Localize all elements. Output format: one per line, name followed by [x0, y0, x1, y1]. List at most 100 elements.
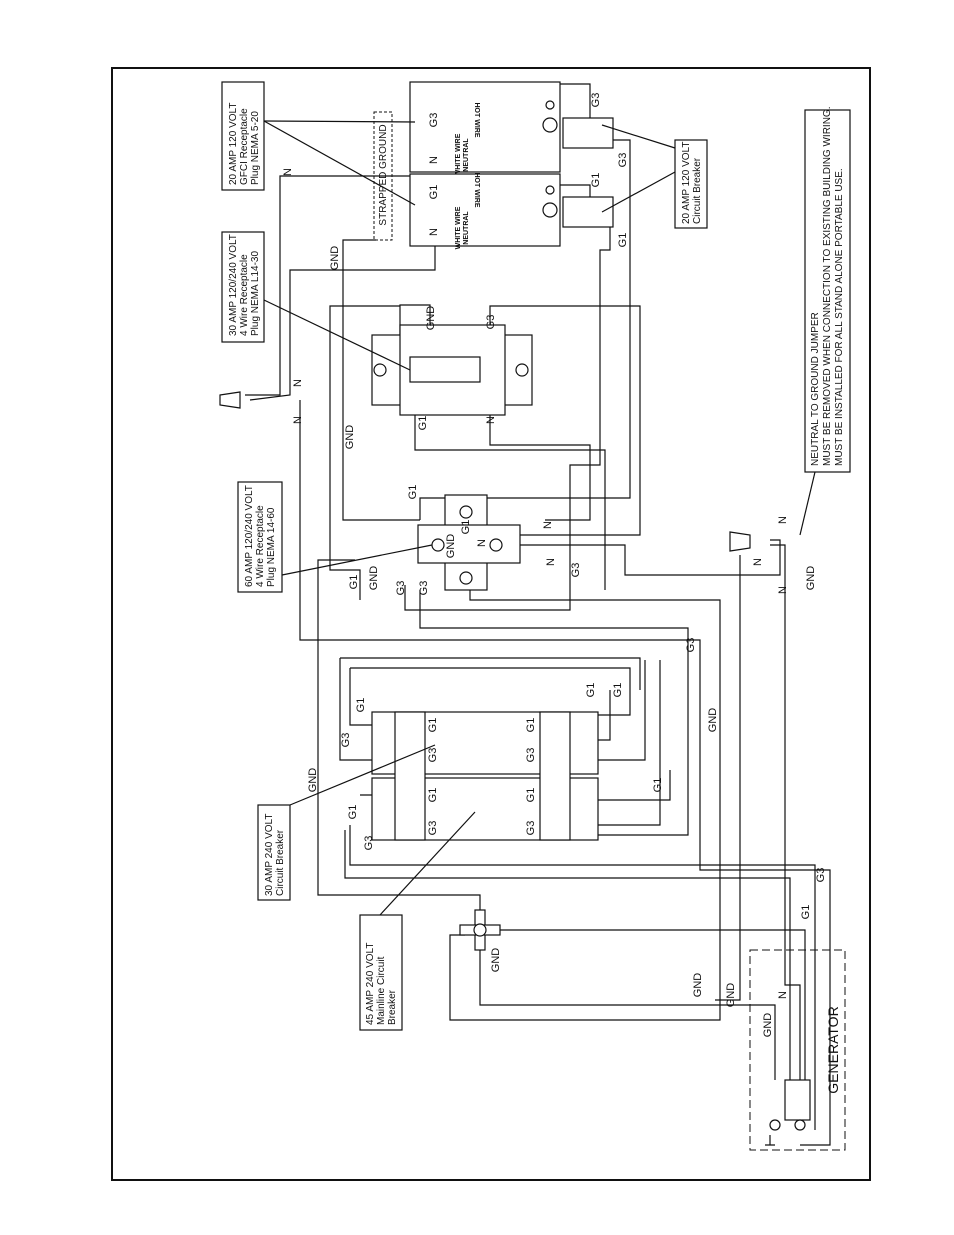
receptacle-14-60: [417, 494, 521, 591]
strapped-ground-label: STRAPPED GROUND: [378, 124, 389, 225]
generator-terminal: [765, 1079, 811, 1146]
svg-text:NEUTRAL TO GROUND JUMPER: NEUTRAL TO GROUND JUMPER: [810, 312, 821, 466]
wire-label: G1: [427, 788, 439, 803]
wire-label: G1: [347, 805, 359, 820]
wire-label: GND: [425, 306, 437, 331]
callout-cb120: 20 AMP 120 VOLT Circuit Breaker: [601, 124, 708, 229]
wire-label: G1: [585, 683, 597, 698]
generator-label: GENERATOR: [825, 1006, 841, 1093]
svg-text:Plug NEMA 5-20: Plug NEMA 5-20: [250, 111, 261, 185]
wire-label: G3: [570, 563, 582, 578]
svg-text:Plug NEMA L14-30: Plug NEMA L14-30: [250, 251, 261, 336]
wire-label: G3: [427, 821, 439, 836]
wire-label: N: [476, 539, 488, 547]
wire-label: GND: [307, 768, 319, 793]
svg-text:Circuit Breaker: Circuit Breaker: [275, 829, 286, 896]
wire-label: GND: [762, 1013, 774, 1038]
wire-label: G1: [407, 485, 419, 500]
neutral-label: NEUTRAL: [463, 138, 470, 172]
generator-box: [749, 949, 846, 1151]
wire-label: G1: [355, 698, 367, 713]
wire-label: GND: [490, 948, 502, 973]
mainline-breaker: [459, 909, 501, 951]
svg-text:MUST BE REMOVED WHEN CONNECTIO: MUST BE REMOVED WHEN CONNECTION TO EXIST…: [822, 107, 833, 466]
wire-label: G1: [525, 718, 537, 733]
wire-label: G3: [428, 113, 440, 128]
hot-wire-label: HOT WIRE: [473, 103, 480, 138]
wire-label: G3: [525, 748, 537, 763]
wire-label: G3: [815, 868, 827, 883]
wire-label: N: [292, 379, 304, 387]
callout-l14-30: 30 AMP 120/240 VOLT 4 Wire Receptacle Pl…: [221, 231, 411, 371]
wire-label: G1: [800, 905, 812, 920]
cb120-breaker-2: [562, 196, 614, 228]
wire-label: G3: [685, 638, 697, 653]
wire-nut-icon: [219, 391, 241, 409]
callout-cb240: 30 AMP 240 VOLT Circuit Breaker: [257, 744, 436, 901]
wire-label: G3: [485, 315, 497, 330]
svg-text:30 AMP 240 VOLT: 30 AMP 240 VOLT: [264, 814, 275, 896]
svg-text:60 AMP 120/240 VOLT: 60 AMP 120/240 VOLT: [244, 485, 255, 587]
callout-gfci: 20 AMP 120 VOLT GFCI Receptacle Plug NEM…: [221, 81, 416, 206]
wire-label: G1: [617, 233, 629, 248]
diagram-border: [111, 67, 871, 1181]
gfci-receptacle-1: HOT WIRE WHITE WIRE NEUTRAL: [409, 81, 561, 176]
svg-text:GFCI Receptacle: GFCI Receptacle: [239, 108, 250, 185]
svg-text:45 AMP 240 VOLT: 45 AMP 240 VOLT: [365, 943, 376, 1025]
callout-14-60: 60 AMP 120/240 VOLT 4 Wire Receptacle Pl…: [237, 481, 433, 593]
wire-label: G3: [363, 836, 375, 851]
svg-text:Circuit Breaker: Circuit Breaker: [692, 157, 703, 224]
hot-wire-label: HOT WIRE: [473, 173, 480, 208]
wire-label: G3: [590, 93, 602, 108]
wire-label: G3: [617, 153, 629, 168]
wire-label: G1: [612, 683, 624, 698]
wire-label: N: [428, 156, 440, 164]
wire-label: G3: [525, 821, 537, 836]
wire-label: N: [777, 991, 789, 999]
callout-neutral-jumper: NEUTRAL TO GROUND JUMPER MUST BE REMOVED…: [799, 107, 851, 536]
wire-label: G3: [418, 581, 430, 596]
wire-label: G1: [590, 173, 602, 188]
gfci-receptacle-2: HOT WIRE WHITE WIRE NEUTRAL: [409, 173, 561, 249]
neutral-jumper-wire-nut-icon: [729, 531, 751, 552]
wire-label: G3: [427, 748, 439, 763]
svg-text:MUST BE INSTALLED FOR ALL STAN: MUST BE INSTALLED FOR ALL STAND ALONE PO…: [834, 168, 845, 466]
wire-label: G3: [395, 581, 407, 596]
wire-label: G1: [460, 520, 472, 535]
wire-label: GND: [725, 983, 737, 1008]
white-wire-label: WHITE WIRE: [455, 206, 462, 249]
wire-label: G1: [428, 185, 440, 200]
breaker-30a-240v: [371, 711, 599, 841]
svg-text:20 AMP 120 VOLT: 20 AMP 120 VOLT: [681, 142, 692, 224]
strapped-ground-box: [373, 111, 393, 241]
wire-label: G1: [417, 416, 429, 431]
wire-label: G1: [348, 575, 360, 590]
svg-text:Plug NEMA 14-60: Plug NEMA 14-60: [266, 507, 277, 587]
receptacle-l14-30: [371, 324, 533, 416]
wire-label: N: [777, 586, 789, 594]
wire-label: N: [292, 416, 304, 424]
wire-label: GND: [692, 973, 704, 998]
wire-label: GND: [707, 708, 719, 733]
cb120-breaker-1: [562, 117, 614, 149]
wire-label: GND: [368, 566, 380, 591]
svg-text:4 Wire Receptacle: 4 Wire Receptacle: [255, 505, 266, 587]
white-wire-label: WHITE WIRE: [455, 133, 462, 176]
wire-label: G1: [652, 778, 664, 793]
wire-label: N: [545, 558, 557, 566]
wire-label: G3: [340, 733, 352, 748]
wire-label: GND: [344, 425, 356, 450]
svg-text:Mainline Circuit: Mainline Circuit: [376, 956, 387, 1025]
svg-text:30 AMP 120/240 VOLT: 30 AMP 120/240 VOLT: [228, 234, 239, 336]
wire-label: GND: [329, 246, 341, 271]
wire-label: N: [428, 228, 440, 236]
callout-main: 45 AMP 240 VOLT Mainline Circuit Breaker: [359, 811, 476, 1031]
svg-text:4 Wire Receptacle: 4 Wire Receptacle: [239, 254, 250, 336]
wire-label: N: [282, 168, 294, 176]
wire-label: N: [752, 558, 764, 566]
wire-label: N: [542, 521, 554, 529]
svg-text:20 AMP 120 VOLT: 20 AMP 120 VOLT: [228, 103, 239, 185]
wire-label: G1: [525, 788, 537, 803]
svg-text:Breaker: Breaker: [387, 989, 398, 1025]
